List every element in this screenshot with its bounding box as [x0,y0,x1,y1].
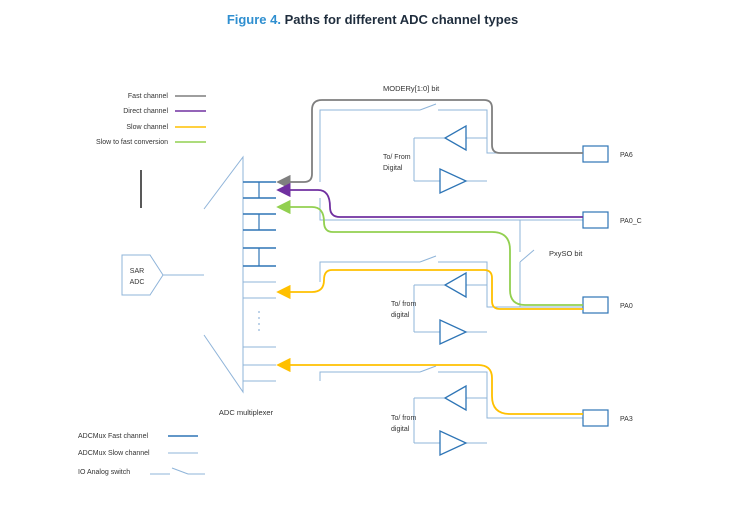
sar-label: SAR [130,268,144,275]
legend-item-slow-to-fast: Slow to fast conversion [96,139,206,146]
pin-pa0c-label: PA0_C [620,218,642,225]
digital-label-2: digital [391,312,410,319]
legend-label: ADCMux Slow channel [78,450,150,457]
figure-title: Figure 4. Paths for different ADC channe… [0,12,745,27]
path-slow-pa0 [276,269,583,310]
legend-bottom: ADCMux Fast channel ADCMux Slow channel … [78,433,205,476]
output-buffer-pa3 [439,429,468,457]
pin-pa3-box [582,409,609,427]
pin-pa0-box [582,296,609,314]
legend-label: ADCMux Fast channel [78,433,148,440]
path-direct-pa0c [276,182,583,218]
sar-adc-block: SAR ADC [121,254,164,296]
legend-label: Slow channel [126,124,168,131]
pins: PA6 PA0_C PA0 PA3 [582,145,642,427]
figure-caption: Paths for different ADC channel types [284,12,519,27]
io-wiring [319,103,583,444]
output-buffer-pa0 [439,318,468,346]
mux-label: ADC multiplexer [219,408,274,417]
input-buffer-pa3 [443,384,467,412]
legend-label: Fast channel [128,93,169,100]
pin-pa3-label: PA3 [620,416,633,423]
output-buffer-pa6 [439,167,468,195]
adc-multiplexer: ADC multiplexer [203,155,274,417]
mux-ellipsis [258,311,260,331]
legend-item-fast: Fast channel [128,93,206,100]
mux-slow-lines [243,281,276,382]
path-slow-pa3 [276,357,583,415]
legend-item-slow: Slow channel [126,124,206,131]
moder-label: MODERy[1:0] bit [383,84,440,93]
tofrom-label-1: To/ From [383,154,411,161]
legend-label: IO Analog switch [78,469,130,476]
pin-pa6-label: PA6 [620,152,633,159]
path-fast-pa6 [276,99,583,190]
pin-pa0-label: PA0 [620,303,633,310]
digital-label-3: digital [391,426,410,433]
digital-label-1: Digital [383,165,403,172]
path-slow-to-fast-pa0 [276,199,583,306]
input-buffer-pa6 [443,124,467,152]
legend-item-direct: Direct channel [123,108,206,115]
legend-top: Fast channel Direct channel Slow channel… [96,93,206,146]
tofrom-label-3: To/ from [391,415,416,422]
adc-label: ADC [130,279,145,286]
figure-number: Figure 4. [226,12,281,27]
pxyso-label: PxySO bit [549,249,583,258]
input-buffer-pa0 [443,271,467,299]
legend-label: Direct channel [123,108,168,115]
tofrom-label-2: To/ from [391,301,416,308]
pin-pa6-box [582,145,609,163]
pin-pa0c-box [582,211,609,229]
legend-label: Slow to fast conversion [96,139,168,146]
io-buffers [439,124,468,457]
